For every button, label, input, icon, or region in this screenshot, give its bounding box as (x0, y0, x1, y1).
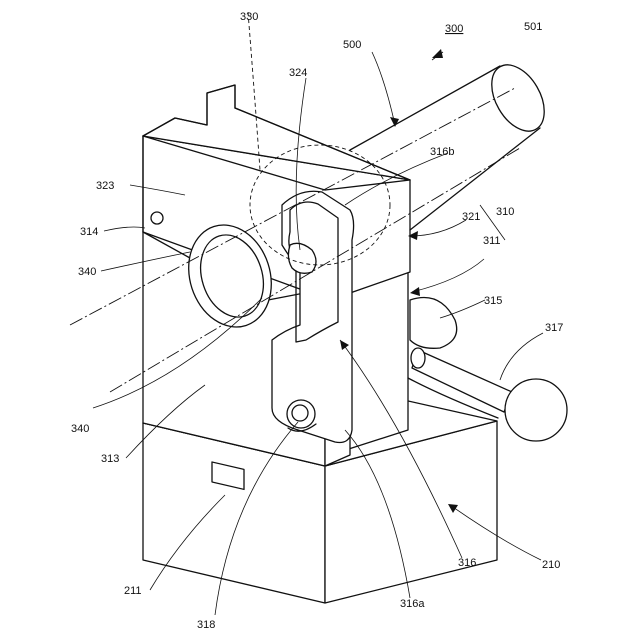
label-317: 317 (545, 322, 563, 334)
label-310: 310 (496, 206, 514, 218)
label-324: 324 (289, 67, 307, 79)
label-300: 300 (445, 23, 463, 35)
label-330: 330 (240, 11, 258, 23)
arrowhead-icon (390, 117, 399, 127)
label-500: 500 (343, 39, 361, 51)
label-316b: 316b (430, 146, 454, 158)
label-311: 311 (483, 235, 501, 247)
label-323: 323 (96, 180, 114, 192)
arrowhead-icon (410, 287, 420, 296)
label-315: 315 (484, 295, 502, 307)
label-210: 210 (542, 559, 560, 571)
label-211: 211 (124, 585, 142, 597)
label-501: 501 (524, 21, 542, 33)
label-318: 318 (197, 619, 215, 631)
label-340-upper: 340 (78, 266, 96, 278)
label-321: 321 (462, 211, 480, 223)
label-316: 316 (458, 557, 476, 569)
label-314: 314 (80, 226, 98, 238)
pin-hole-icon (151, 212, 163, 224)
label-340-lower: 340 (71, 423, 89, 435)
label-316a: 316a (400, 598, 425, 610)
label-313: 313 (101, 453, 119, 465)
